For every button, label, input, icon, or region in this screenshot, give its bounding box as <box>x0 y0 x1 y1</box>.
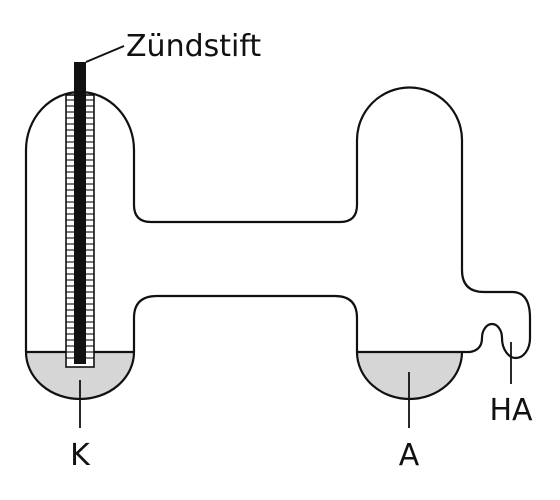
cathode-mercury-pool <box>26 352 134 399</box>
igniter-label: Zündstift <box>126 29 261 64</box>
cathode-label: K <box>70 438 91 473</box>
igniter-leader-line <box>85 45 125 63</box>
anode-label: A <box>399 438 420 473</box>
vessel-outline <box>24 86 532 401</box>
igniter-rod <box>74 62 86 364</box>
auxiliary-anode-label: HA <box>489 393 533 428</box>
